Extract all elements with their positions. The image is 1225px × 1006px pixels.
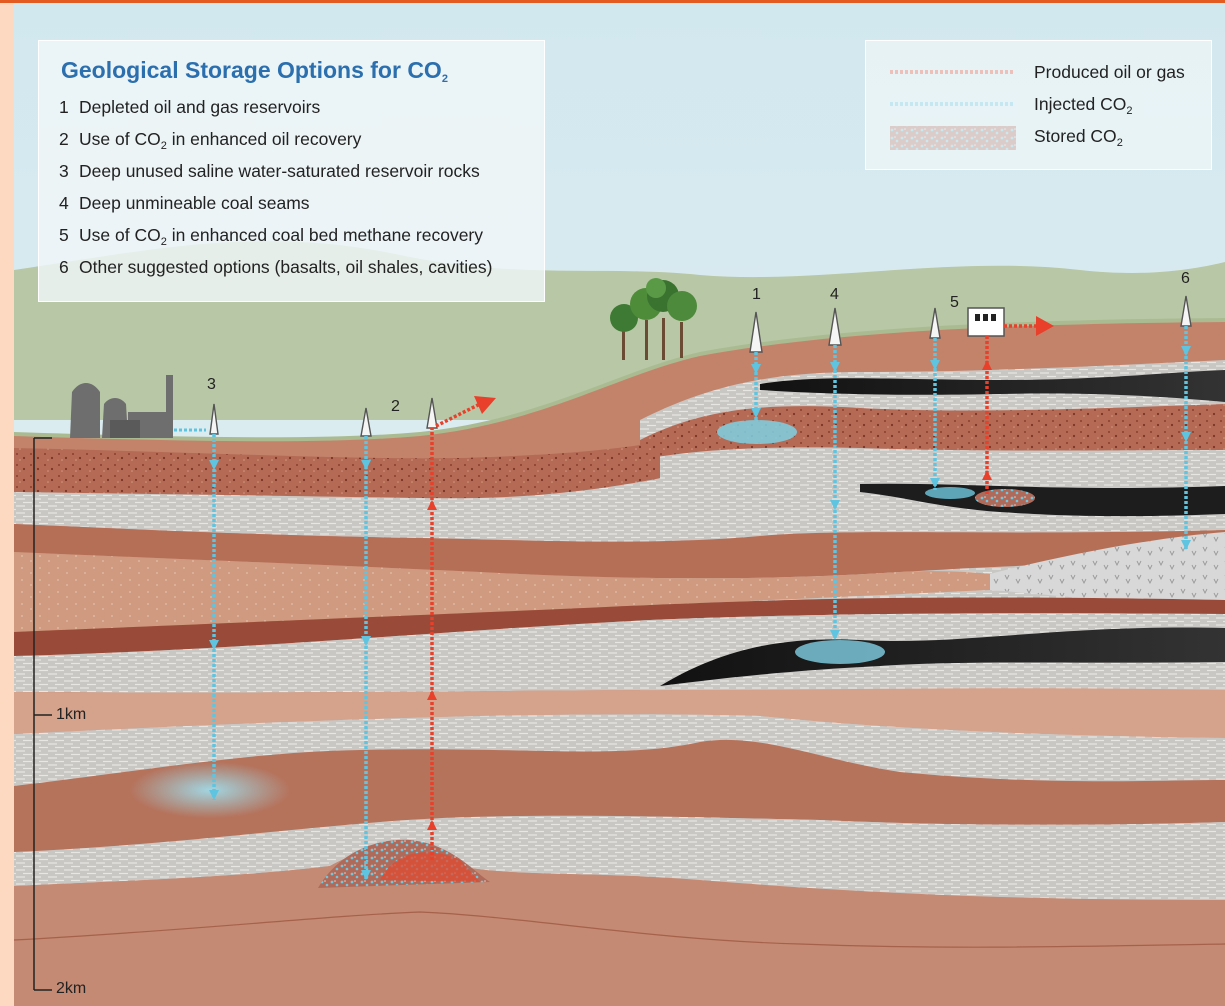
layer-reservoir-brown	[14, 739, 1225, 852]
well-label-3: 3	[207, 376, 216, 393]
top-border	[0, 0, 1225, 3]
trees	[610, 278, 697, 360]
methane-facility	[967, 307, 1005, 337]
power-plant	[70, 375, 173, 438]
legend-panel	[865, 40, 1212, 170]
layer-shale-4	[14, 613, 1225, 693]
scale-1km: 1km	[56, 706, 87, 723]
legend-stored-label: Stored CO2	[1034, 126, 1123, 149]
layer-speckled-left	[14, 442, 660, 499]
well-label-2: 2	[391, 398, 400, 415]
layer-base	[14, 845, 1225, 1006]
well-label-4: 4	[830, 286, 839, 303]
well-label-1: 1	[752, 286, 761, 303]
coal-seam-deep	[660, 627, 1225, 686]
layer-light	[14, 688, 1225, 738]
stored-co2-option1	[717, 420, 797, 444]
base-contour	[13, 911, 1225, 948]
layer-shale-2	[14, 452, 1225, 542]
injection-arrows	[209, 346, 1191, 880]
layer-shale-6	[14, 815, 1225, 900]
stored-co2-option5-blue	[925, 487, 975, 499]
layer-brown-3	[14, 524, 1225, 579]
layer-red-thin	[14, 597, 1225, 656]
stored-co2-option5	[975, 489, 1035, 507]
basalt-formation	[990, 532, 1225, 610]
coal-seam-upper	[760, 370, 1225, 402]
well-label-6: 6	[1181, 270, 1190, 287]
well-label-5: 5	[950, 294, 959, 311]
stored-oil-option2	[380, 852, 480, 882]
layer-speckled-right	[640, 404, 1225, 460]
panel-title: Geological Storage Options for CO2	[61, 57, 448, 85]
legend-produced-label: Produced oil or gas	[1034, 62, 1185, 82]
legend-injected-label: Injected CO2	[1034, 94, 1133, 117]
depth-scale	[33, 437, 52, 991]
layer-sandstone	[14, 552, 990, 632]
scale-2km: 2km	[56, 980, 87, 997]
stored-co2-option4	[795, 640, 885, 664]
production-arrows	[427, 316, 1054, 830]
